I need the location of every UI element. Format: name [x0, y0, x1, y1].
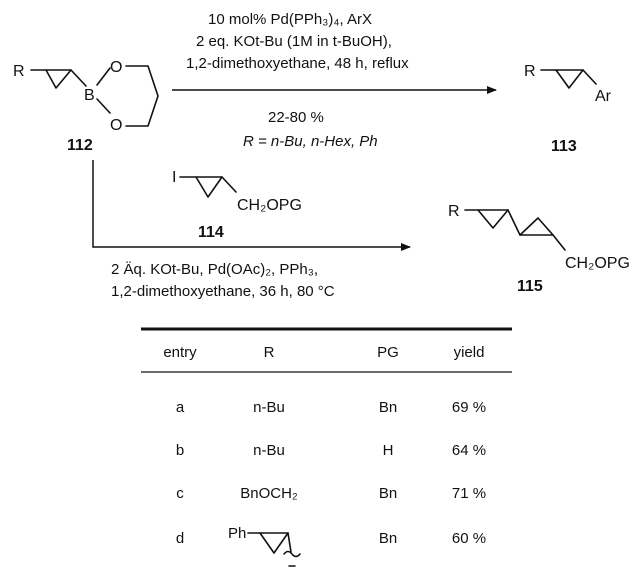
table-row: c BnOCH₂ Bn 71 % — [176, 485, 486, 502]
cell-r: n-Bu — [253, 442, 285, 459]
boron-atom-label: B — [84, 87, 95, 104]
results-table: entry R PG yield a n-Bu Bn 69 % b n-Bu H… — [141, 327, 512, 567]
cyclopropane-ring-112 — [45, 69, 72, 89]
aryl-label: Ar — [595, 88, 612, 105]
cyclopropane-ring-115-b — [519, 217, 554, 236]
attachment-bond — [287, 532, 292, 553]
wavy-attachment-mark — [283, 550, 301, 558]
b-o-upper-bond — [96, 67, 111, 86]
cyclopropane-ring-115-a — [477, 209, 509, 229]
cyclopropane-ring-113 — [555, 69, 584, 89]
reaction-1-r-groups: R = n-Bu, n-Hex, Ph — [243, 133, 378, 150]
reaction-1: 10 mol% Pd(PPh₃)₄, ArX 2 eq. KOt-Bu (1M … — [172, 11, 497, 150]
compound-115: R CH₂OPG 115 — [448, 203, 630, 295]
cell-pg: Bn — [379, 485, 397, 502]
cell-entry: d — [176, 530, 184, 547]
reaction-1-condition-1: 10 mol% Pd(PPh₃)₄, ArX — [208, 11, 372, 28]
dioxaborinane-ring-chain — [125, 65, 159, 127]
cell-yield: 60 % — [452, 530, 486, 547]
cell-pg: Bn — [379, 530, 397, 547]
compound-113-r-label: R — [524, 63, 536, 80]
compound-112-number: 112 — [67, 137, 93, 154]
header-entry: entry — [163, 344, 197, 361]
cell-r: n-Bu — [253, 399, 285, 416]
cell-entry: b — [176, 442, 184, 459]
oxygen-lower-label: O — [110, 117, 122, 134]
iodine-label: I — [172, 169, 176, 186]
compound-113: R Ar 113 — [524, 63, 612, 155]
cell-entry: c — [176, 485, 184, 502]
inter-ring-bond-115 — [507, 209, 521, 236]
ring-ch2opg-bond-115 — [552, 234, 566, 251]
table-row: a n-Bu Bn 69 % — [176, 399, 486, 416]
cell-r-structure: Ph — [228, 525, 301, 567]
compound-115-substituent: CH₂OPG — [565, 255, 630, 272]
ring-boron-bond — [70, 69, 87, 87]
b-o-lower-bond — [96, 98, 111, 114]
reaction-2-arrow — [92, 160, 411, 251]
header-pg: PG — [377, 344, 399, 361]
reaction-1-yield-range: 22-80 % — [268, 109, 324, 126]
compound-115-r-label: R — [448, 203, 460, 220]
cell-pg: Bn — [379, 399, 397, 416]
reaction-2-condition-2: 1,2-dimethoxyethane, 36 h, 80 °C — [111, 283, 335, 300]
header-r: R — [264, 344, 275, 361]
ring-ch2opg-bond-114 — [221, 176, 237, 193]
reaction-2: I CH₂OPG 114 2 Äq. KOt-Bu, Pd(OAc)₂, PPh… — [92, 160, 411, 300]
oxygen-upper-label: O — [110, 59, 122, 76]
cell-r: Ph — [228, 525, 246, 542]
compound-112: R B O O 112 — [13, 59, 159, 154]
cell-yield: 69 % — [452, 399, 486, 416]
compound-115-number: 115 — [517, 278, 543, 295]
compound-114-substituent: CH₂OPG — [237, 197, 302, 214]
compound-114-number: 114 — [198, 224, 224, 241]
cell-yield: 64 % — [452, 442, 486, 459]
compound-112-r-label: R — [13, 63, 25, 80]
cell-r: BnOCH₂ — [240, 485, 298, 502]
table-row: d Ph Bn 60 % — [176, 525, 486, 567]
table-row: b n-Bu H 64 % — [176, 442, 486, 459]
cell-yield: 71 % — [452, 485, 486, 502]
ring-aryl-bond — [582, 69, 597, 85]
compound-114: I CH₂OPG 114 — [172, 169, 302, 241]
cyclopropane-ring-entry-d — [259, 532, 289, 554]
cyclopropane-ring-114 — [195, 176, 223, 198]
reaction-1-condition-3: 1,2-dimethoxyethane, 48 h, reflux — [186, 55, 409, 72]
header-yield: yield — [454, 344, 485, 361]
table-header-row: entry R PG yield — [163, 344, 484, 361]
reaction-1-condition-2: 2 eq. KOt-Bu (1M in t-BuOH), — [196, 33, 392, 50]
cell-entry: a — [176, 399, 185, 416]
cell-pg: H — [383, 442, 394, 459]
compound-113-number: 113 — [551, 138, 577, 155]
reaction-2-condition-1: 2 Äq. KOt-Bu, Pd(OAc)₂, PPh₃, — [111, 261, 318, 278]
